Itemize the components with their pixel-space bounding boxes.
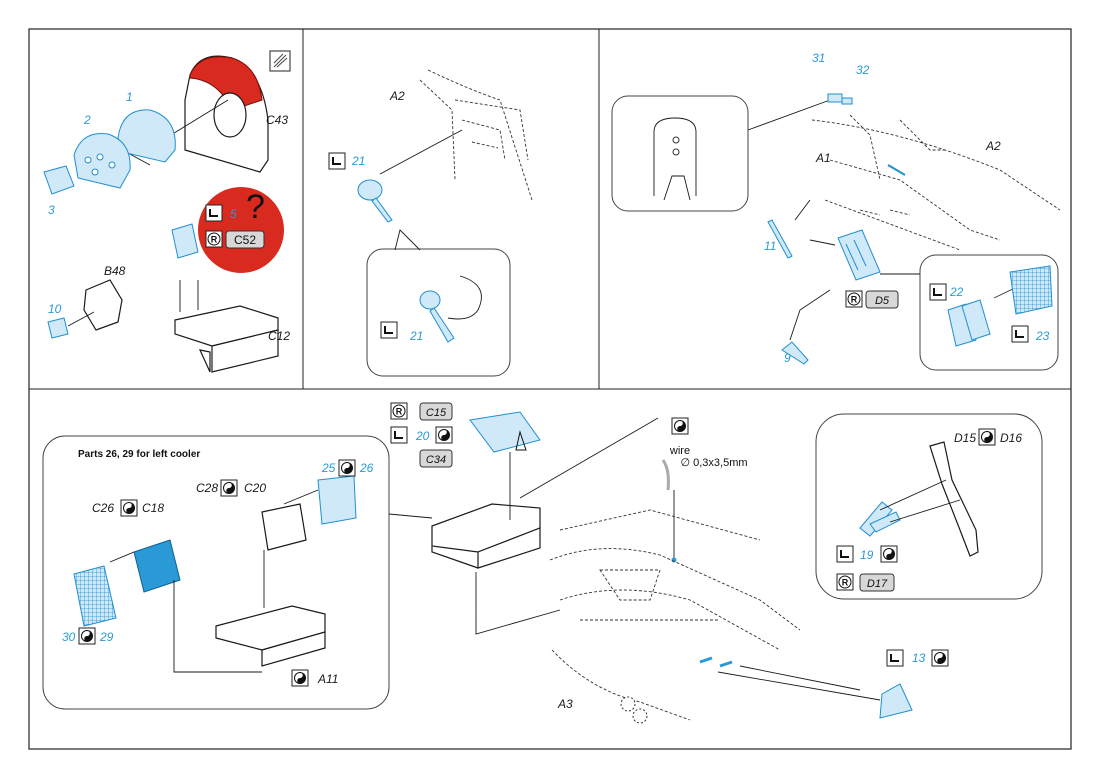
part-number: 9 <box>784 351 791 365</box>
part-number: 11 <box>764 239 776 253</box>
kit-part-label: A1 <box>815 151 831 165</box>
part-number: 23 <box>1035 329 1050 343</box>
kit-part-label: D5 <box>875 295 890 307</box>
wire-spec: ∅ 0,3x3,5mm <box>680 457 747 469</box>
part-number: 22 <box>949 285 964 299</box>
kit-part-label: A2 <box>389 89 405 103</box>
kit-part-label: C15 <box>426 407 447 419</box>
kit-part-label: C20 <box>244 481 266 495</box>
kit-part-label: C28 <box>196 481 218 495</box>
cooler-title: Parts 26, 29 for left cooler <box>78 449 200 460</box>
panel-1-instrument-panel <box>43 50 291 373</box>
part-number: 32 <box>856 63 870 77</box>
kit-part-label: D16 <box>1000 431 1022 445</box>
part-number: 1 <box>126 90 133 104</box>
kit-part-label: D15 <box>954 431 976 445</box>
part-number: 26 <box>359 461 374 475</box>
part-number: 31 <box>812 51 825 65</box>
kit-part-label: A11 <box>317 672 338 686</box>
kit-part-label: B48 <box>104 264 126 278</box>
warning-badge <box>198 187 284 273</box>
part-number: 25 <box>321 461 336 475</box>
part-number: 19 <box>860 548 874 562</box>
kit-part-label: C26 <box>92 501 114 515</box>
kit-part-label: A2 <box>985 139 1001 153</box>
detail-callout <box>366 248 511 377</box>
detail-callout <box>611 95 749 212</box>
kit-part-label: C12 <box>268 329 290 343</box>
part-number: 3 <box>48 203 55 217</box>
part-number: 30 <box>62 630 76 644</box>
wire-label: wire <box>669 445 690 457</box>
part-number: 21 <box>351 154 365 168</box>
part-number: 5 <box>230 207 237 221</box>
panel-2-mirror <box>328 69 533 377</box>
kit-part-label: A3 <box>557 697 573 711</box>
detail-callout <box>815 413 1043 600</box>
kit-part-label: C52 <box>234 233 256 247</box>
question-mark-icon: ? <box>246 188 265 226</box>
panel-4-cooler <box>42 402 1043 724</box>
part-number: 10 <box>48 302 62 316</box>
kit-part-label: C18 <box>142 501 164 515</box>
panel-3-canopy <box>611 93 1061 371</box>
kit-part-label: D17 <box>867 578 888 590</box>
part-number: 21 <box>409 329 423 343</box>
kit-part-label: C34 <box>426 454 446 466</box>
part-number: 2 <box>83 113 91 127</box>
part-number: 20 <box>415 429 430 443</box>
part-number: 13 <box>912 651 926 665</box>
kit-part-label: C43 <box>266 113 288 127</box>
part-number: 29 <box>99 630 114 644</box>
